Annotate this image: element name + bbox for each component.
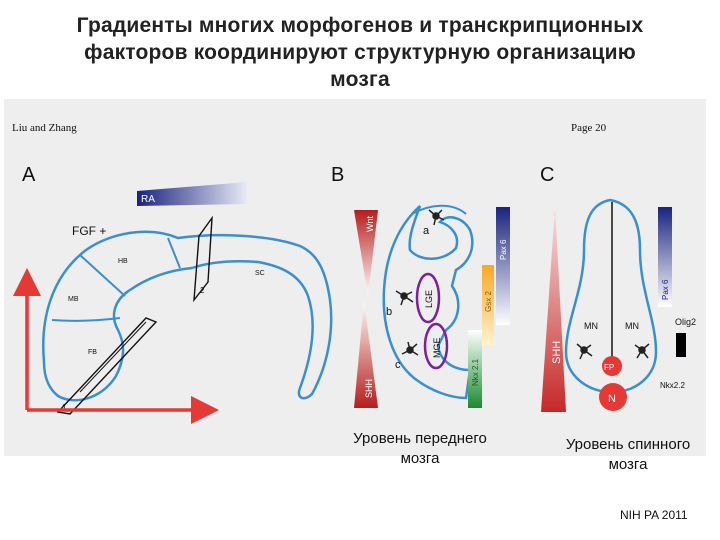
mb-fb-boundary bbox=[51, 317, 121, 322]
plane-1-label: 1 bbox=[62, 403, 67, 412]
forebrain-outline bbox=[382, 205, 474, 400]
gsx2-label: Gsx 2 bbox=[484, 291, 493, 312]
credit-text: NIH PA 2011 bbox=[620, 508, 688, 522]
wnt-label: Wnt bbox=[365, 216, 375, 233]
notochord bbox=[599, 383, 627, 411]
nkx21-bar bbox=[468, 330, 482, 408]
pax6-c-label: Pax 6 bbox=[661, 279, 670, 300]
neuron-b bbox=[395, 290, 414, 306]
panel-c-letter: C bbox=[540, 164, 554, 186]
figure-header-left: Liu and Zhang bbox=[12, 122, 77, 134]
olig2-label: Olig2 bbox=[675, 317, 696, 327]
shh-c-label: SHH bbox=[551, 341, 563, 364]
title-line-3: мозга bbox=[330, 68, 390, 91]
shh-c-gradient bbox=[541, 206, 566, 412]
panel-b-letter: B bbox=[331, 164, 344, 186]
mge-region bbox=[423, 322, 449, 370]
label-c: c bbox=[395, 359, 401, 371]
lge-label: LGE bbox=[424, 290, 434, 308]
section-plane-2 bbox=[193, 215, 213, 303]
hb-label: HB bbox=[118, 258, 128, 265]
shh-b-gradient bbox=[354, 300, 378, 408]
forebrain-caption: Уровень переднего мозга bbox=[330, 429, 510, 469]
gsx2-bar bbox=[482, 265, 494, 345]
hb-mb-boundary bbox=[79, 254, 126, 297]
spinal-caption: Уровень спинного мозга bbox=[538, 435, 718, 475]
fp-label: FP bbox=[604, 363, 614, 372]
label-a: a bbox=[423, 225, 430, 237]
nkx22-label: Nkx2.2 bbox=[660, 381, 685, 390]
spinal-caption-line-1: Уровень спинного bbox=[565, 436, 691, 453]
floor-plate bbox=[602, 356, 622, 376]
fgf-label: FGF + bbox=[72, 224, 106, 238]
forebrain-caption-line-1: Уровень переднего bbox=[353, 430, 487, 447]
mn-right-label: MN bbox=[625, 321, 639, 331]
ra-gradient bbox=[137, 182, 247, 206]
figure-header-right: Page 20 bbox=[571, 122, 607, 134]
motor-neuron-right bbox=[634, 343, 650, 359]
pax6-c-bar bbox=[658, 207, 672, 307]
figure-panel bbox=[4, 99, 706, 456]
section-plane-1 bbox=[56, 317, 158, 415]
wnt-gradient bbox=[354, 210, 378, 296]
neuron-c bbox=[401, 341, 419, 356]
brain-outline bbox=[42, 230, 333, 402]
pax6-b-bar bbox=[496, 207, 510, 325]
n-label: N bbox=[608, 393, 616, 405]
hb-sc-boundary bbox=[167, 237, 181, 269]
mb-label: MB bbox=[68, 296, 79, 303]
nkx21-label: Nkx 2.1 bbox=[471, 358, 480, 386]
forebrain-caption-line-2: мозга bbox=[400, 450, 440, 467]
label-b: b bbox=[386, 306, 392, 318]
panel-a-letter: A bbox=[22, 164, 36, 186]
title-line-2: факторов координируют структурную органи… bbox=[84, 41, 636, 64]
slide-title: Градиенты многих морфогенов и транскрипц… bbox=[20, 12, 700, 93]
motor-neuron-left bbox=[576, 343, 593, 360]
fb-label: FB bbox=[88, 349, 97, 356]
lge-region bbox=[415, 272, 441, 324]
ra-label: RA bbox=[141, 194, 155, 205]
olig2-bar bbox=[676, 333, 686, 357]
spinal-caption-line-2: мозга bbox=[608, 456, 648, 473]
sc-label: SC bbox=[255, 270, 265, 277]
shh-b-label: SHH bbox=[364, 379, 374, 398]
mge-label: MGE bbox=[432, 337, 442, 358]
pax6-b-label: Pax 6 bbox=[499, 239, 508, 260]
title-line-1: Градиенты многих морфогенов и транскрипц… bbox=[76, 14, 644, 37]
plane-2-label: 2 bbox=[200, 286, 205, 295]
mn-left-label: MN bbox=[584, 321, 598, 331]
neuron-a bbox=[428, 209, 445, 226]
